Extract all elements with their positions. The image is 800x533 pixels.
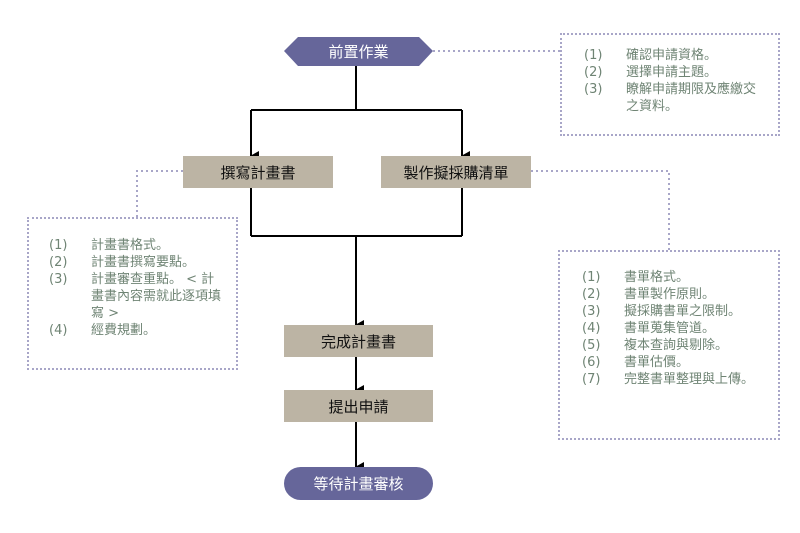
note-item: (2)選擇申請主題。: [584, 65, 718, 80]
dotted-link-make-list-note: [531, 170, 670, 250]
note-item: (4)經費規劃。: [49, 323, 157, 338]
note-item: (7)完整書單整理與上傳。: [582, 372, 755, 387]
write-plan-node: 撰寫計畫書: [183, 156, 333, 188]
note-item: (4)書單蒐集管道。: [582, 321, 716, 336]
note-item: (5)複本查詢與剔除。: [582, 338, 729, 353]
dotted-link-write-plan-note: [136, 170, 183, 218]
note-item: (2)書單製作原則。: [582, 287, 716, 302]
end-node: 等待計畫審核: [284, 467, 433, 500]
submit-node: 提出申請: [284, 390, 433, 422]
note-make-list: (1)書單格式。 (2)書單製作原則。 (3)擬採購書單之限制。 (4)書單蒐集…: [558, 250, 780, 440]
make-list-node: 製作擬採購清單: [381, 156, 531, 188]
note-start: (1)確認申請資格。 (2)選擇申請主題。 (3)瞭解申請期限及應繳交之資料。: [560, 33, 780, 136]
start-hexagon: [284, 37, 433, 66]
note-item: (6)書單估價。: [582, 355, 690, 370]
note-item: (1)確認申請資格。: [584, 48, 718, 63]
start-node: 前置作業: [328, 43, 389, 61]
note-item: (3)計畫審查重點。 < 計畫書內容需就此逐項填寫 >: [49, 272, 222, 321]
complete-plan-node: 完成計畫書: [284, 325, 433, 357]
note-item: (2)計畫書撰寫要點。: [49, 255, 196, 270]
note-item: (1)書單格式。: [582, 270, 690, 285]
note-write-plan: (1)計畫書格式。 (2)計畫書撰寫要點。 (3)計畫審查重點。 < 計畫書內容…: [27, 217, 238, 370]
note-item: (1)計畫書格式。: [49, 238, 170, 253]
note-item: (3)擬採購書單之限制。: [582, 304, 742, 319]
note-item: (3)瞭解申請期限及應繳交之資料。: [584, 82, 757, 114]
